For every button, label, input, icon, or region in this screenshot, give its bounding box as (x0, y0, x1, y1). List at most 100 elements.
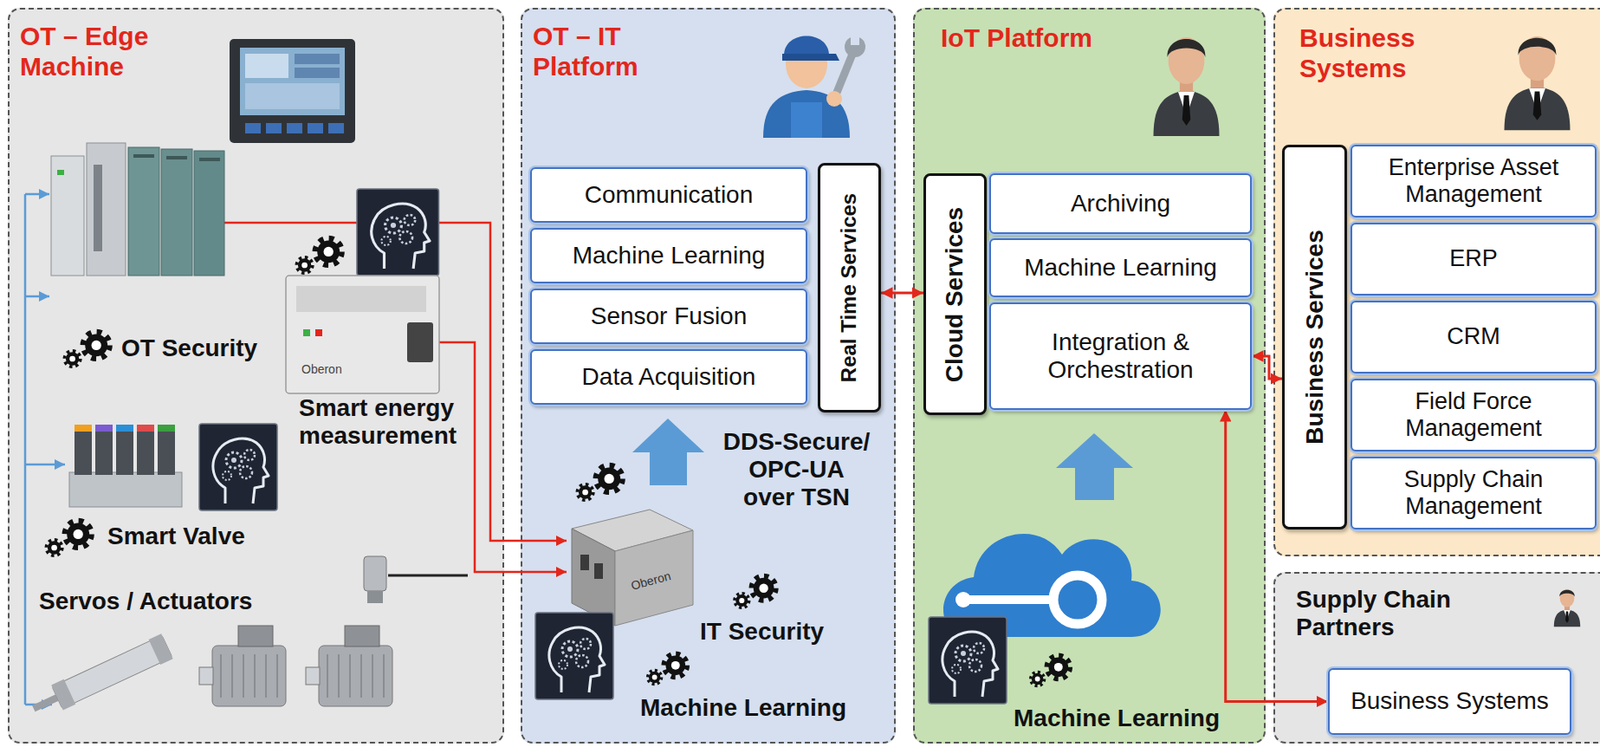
feature-label: Machine Learning (1013, 704, 1220, 732)
feature-label-wrap: Machine Learning (1013, 704, 1220, 732)
gears-icon (647, 653, 688, 684)
connector-arrow (880, 291, 924, 295)
box-label: Enterprise Asset Management (1360, 154, 1587, 208)
drive-unit (86, 142, 126, 276)
control-lines (25, 194, 65, 705)
panel-heading: Business Systems (1299, 23, 1443, 84)
drive-unit (161, 148, 193, 276)
hmi-panel (294, 67, 340, 78)
servo-motor (199, 667, 214, 685)
smart-valve (74, 424, 92, 432)
feature-label: Machine Learning (640, 693, 847, 722)
servo-motor (305, 625, 393, 707)
drive-unit (199, 157, 221, 162)
service-bar: Cloud Services (923, 173, 987, 415)
system-box: CRM (1350, 300, 1597, 374)
service-box: Data Acquisition (530, 349, 808, 405)
brand-mark-wrap: Oberon (629, 568, 673, 593)
control-lines (25, 703, 52, 707)
brand-mark: Oberon (629, 568, 673, 593)
service-bar: Real Time Services (817, 162, 881, 413)
cloud-icon (943, 533, 1161, 637)
mechanic-icon (785, 39, 828, 89)
energy-meter (296, 285, 427, 312)
cloud-icon (943, 533, 1161, 637)
panel-heading-wrap: IoT Platform (940, 23, 1166, 54)
smart-valve (136, 424, 155, 432)
protocol-label: DDS-Secure/ OPC-UA over TSN (721, 427, 872, 512)
drive-unit (57, 169, 65, 175)
panel-heading: OT – Edge Machine (19, 21, 172, 82)
hmi-panel (286, 123, 303, 134)
hmi-panel (294, 53, 340, 65)
brain-icon (199, 423, 278, 511)
businessman-icon (1153, 37, 1220, 137)
feature-label: IT Security (699, 617, 824, 646)
edge-gateway (580, 554, 590, 571)
partner-icon (1554, 589, 1581, 627)
cloud-icon (1053, 575, 1102, 624)
cloud-icon (955, 591, 972, 608)
wires (224, 222, 567, 576)
proximity-sensor (363, 556, 387, 591)
service-bar: Business Services (1282, 144, 1348, 530)
control-lines (25, 193, 50, 196)
servo-motor (318, 645, 393, 707)
feature-label-wrap: Machine Learning (640, 693, 847, 722)
pneumatic-cylinder (148, 633, 174, 665)
smart-valve (74, 424, 92, 475)
pneumatic-cylinder (32, 693, 59, 712)
brain-icon (356, 188, 440, 276)
edge-gateway (571, 509, 694, 551)
panel-heading: OT – IT Platform (532, 21, 659, 82)
system-box: Enterprise Asset Management (1350, 144, 1597, 218)
hmi-panel (328, 123, 344, 134)
gears-icon (1030, 654, 1071, 686)
smart-valve (157, 424, 175, 432)
mechanic-icon (783, 36, 830, 57)
mechanic-icon (763, 32, 866, 138)
up-arrow (1055, 433, 1134, 500)
connector-arrow (1225, 409, 1328, 702)
partners-panel: Supply Chain PartnersBusiness Systems (1273, 571, 1600, 744)
servo-motor (344, 625, 380, 647)
up-arrow (632, 418, 705, 486)
mechanic-icon (782, 53, 840, 61)
panel-heading-wrap: OT – Edge Machine (19, 21, 172, 82)
hmi-panel (229, 38, 356, 143)
drive-unit (166, 155, 188, 160)
panel-heading: IoT Platform (940, 23, 1166, 54)
edge-panel: OT – Edge Machine (7, 7, 505, 744)
wires (388, 574, 468, 577)
vertical-label: Real Time Services (837, 193, 862, 383)
gears-icon (734, 576, 777, 609)
box-label: Data Acquisition (582, 362, 757, 391)
hmi-panel (245, 83, 340, 110)
mechanic-icon (826, 90, 843, 107)
box-label: Supply Chain Management (1360, 466, 1587, 520)
cloud-icon (963, 595, 1050, 604)
panel-heading-wrap: Supply Chain Partners (1295, 585, 1478, 642)
smart-valve (95, 424, 113, 432)
energy-meter (407, 322, 434, 363)
servo-motor (199, 625, 286, 707)
box-label: CRM (1446, 323, 1501, 350)
vertical-label: Cloud Services (941, 206, 970, 382)
panel-heading-wrap: OT – IT Platform (532, 21, 659, 82)
box-label: Archiving (1070, 189, 1171, 218)
business-panel: Business SystemsBusiness ServicesEnterpr… (1273, 7, 1600, 557)
gears-icon (45, 520, 91, 556)
smart-valve (157, 424, 175, 475)
drive-unit (128, 147, 160, 276)
box-label: Communication (584, 181, 754, 209)
hmi-panel (229, 38, 356, 143)
device-label: Smart Valve (107, 522, 246, 551)
mechanic-icon (763, 90, 850, 138)
brain-icon (535, 612, 614, 700)
gears-icon (296, 238, 342, 273)
protocol-label-wrap: DDS-Secure/ OPC-UA over TSN (721, 427, 872, 512)
service-box: Communication (530, 167, 808, 223)
service-box: Machine Learning (989, 238, 1252, 298)
